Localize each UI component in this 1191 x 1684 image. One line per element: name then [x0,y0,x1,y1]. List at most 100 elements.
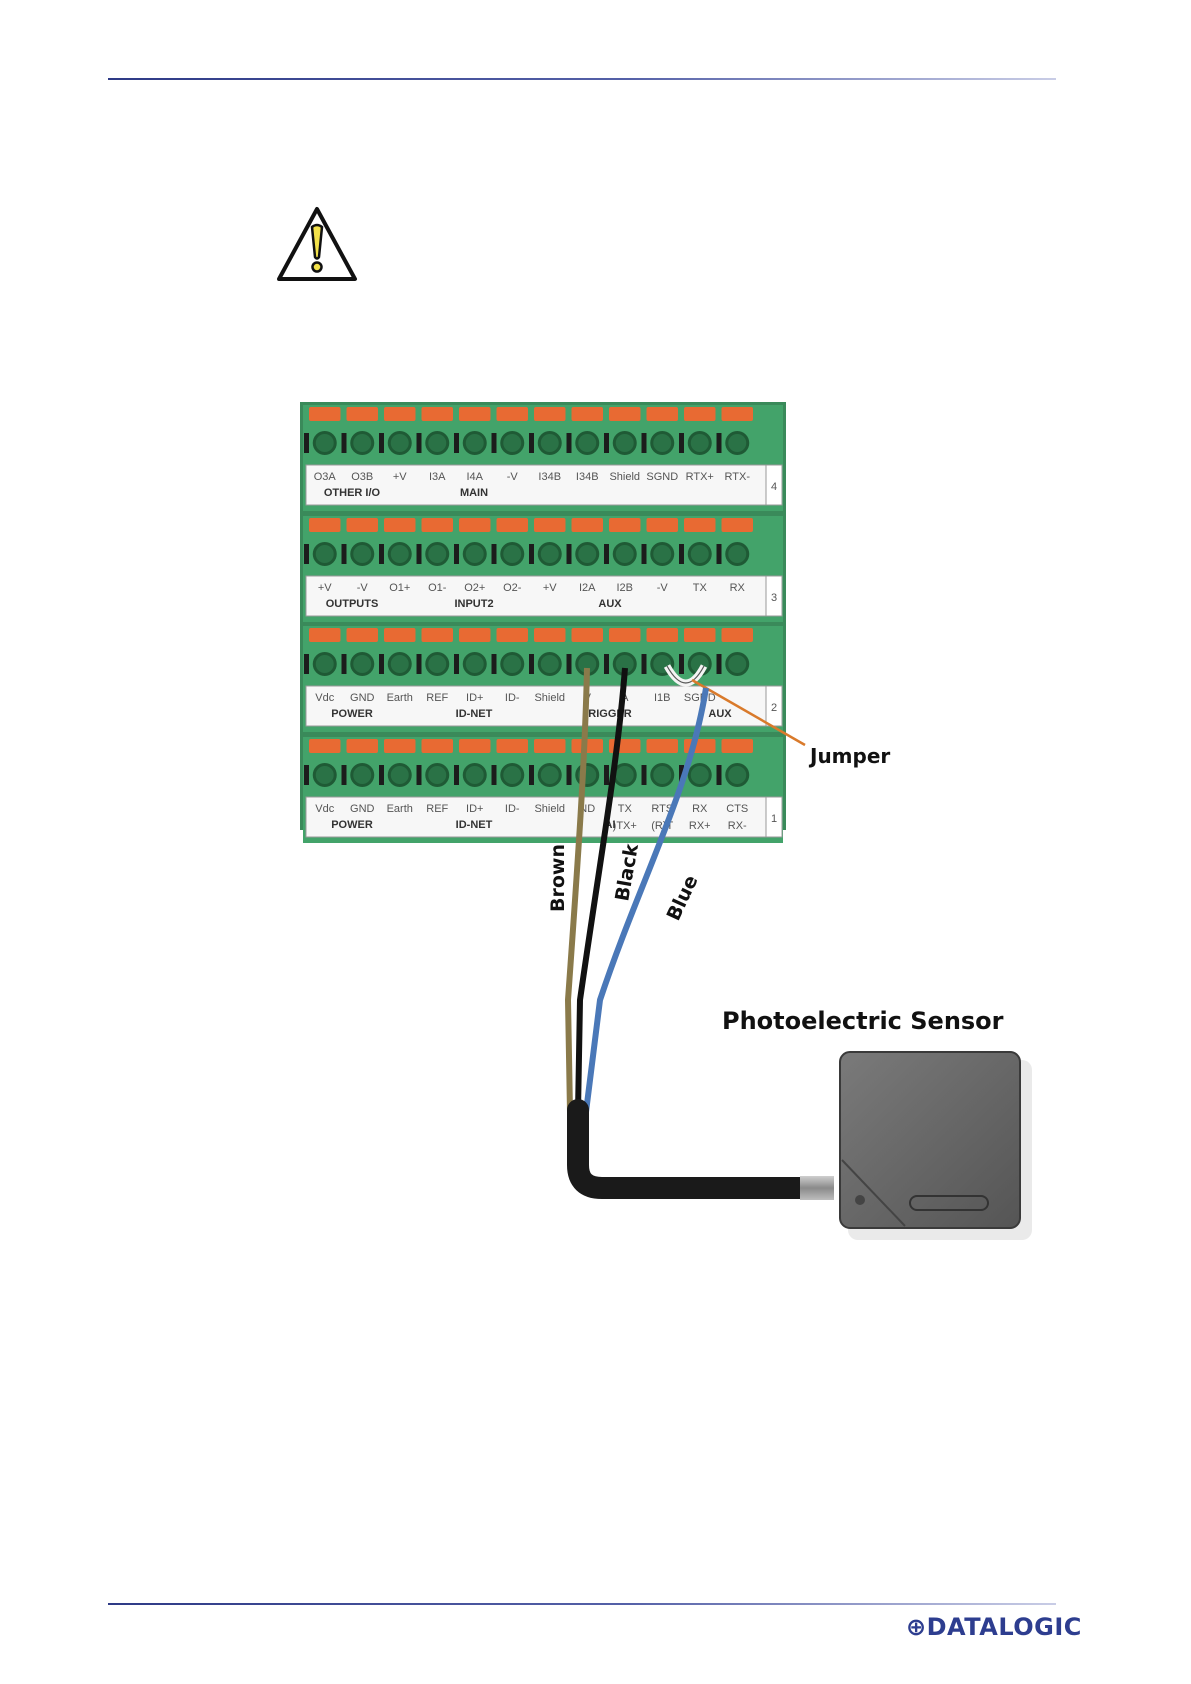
terminal-screw-inner [653,545,672,563]
terminal-divider [341,765,347,785]
terminal-pin-label: O3A [314,471,337,483]
terminal-group-label: ID-NET [456,819,493,831]
terminal-screw-inner [353,545,372,563]
terminal-lever [459,628,491,642]
terminal-screw-inner [353,766,372,784]
terminal-lever [684,407,716,421]
terminal-pin-label: +V [543,582,557,594]
terminal-divider [641,765,647,785]
terminal-lever [459,739,491,753]
terminal-screw-inner [540,545,559,563]
terminal-group-label: AUX [708,708,732,720]
terminal-divider [304,654,309,674]
header-rule [108,78,1056,80]
terminal-pin-label: RX+ [689,820,711,832]
terminal-divider [416,544,422,564]
terminal-lever [721,518,753,532]
terminal-lever [534,407,566,421]
terminal-pin-label: RX [692,803,708,815]
jumper-label: Jumper [808,744,890,768]
terminal-pin-label: REF [426,692,448,704]
terminal-label-strip [305,575,767,617]
terminal-lever [646,407,678,421]
terminal-lever [534,739,566,753]
terminal-divider [604,544,609,564]
terminal-pin-label: I34B [538,471,561,483]
terminal-screw-inner [465,655,484,673]
terminal-divider [454,765,459,785]
terminal-row-number: 2 [771,702,777,714]
terminal-divider [529,654,534,674]
terminal-group-label: POWER [331,819,373,831]
datalogic-logo: ⊕DATALOGIC [906,1612,1082,1642]
terminal-group-label: ID-NET [456,708,493,720]
terminal-pin-label: RTX- [725,471,751,483]
terminal-divider [566,544,572,564]
terminal-pin-label: RTS [651,803,673,815]
terminal-divider [304,765,309,785]
terminal-pin-label: Shield [609,471,640,483]
brand-name: DATALOGIC [926,1613,1082,1641]
terminal-pin-label: +V [318,582,332,594]
terminal-screw-inner [428,766,447,784]
terminal-divider [491,433,497,453]
terminal-screw-inner [503,766,522,784]
terminal-pin-label: Vdc [315,692,334,704]
terminal-lever [309,407,341,421]
terminal-lever [534,518,566,532]
terminal-screw-inner [353,655,372,673]
terminal-lever [309,518,341,532]
terminal-pin-label: TX [693,582,708,594]
terminal-group-label: OUTPUTS [326,598,379,610]
terminal-screw-inner [615,434,634,452]
terminal-lever [721,739,753,753]
terminal-lever [459,407,491,421]
terminal-row-number-box [765,575,783,617]
terminal-screw-inner [353,434,372,452]
terminal-divider [604,765,609,785]
terminal-lever [384,407,416,421]
terminal-divider [341,433,347,453]
terminal-pin-label: +V [393,471,407,483]
terminal-group-label: MAIN [460,487,488,499]
terminal-divider [679,654,684,674]
terminal-lever [421,628,453,642]
terminal-lever [346,739,378,753]
terminal-lever [496,628,528,642]
terminal-screw-inner [690,434,709,452]
terminal-pin-label: -V [657,582,669,594]
terminal-screw-inner [503,545,522,563]
terminal-pin-label: O2+ [464,582,485,594]
blue-label: Blue [663,872,703,924]
terminal-screw-inner [503,655,522,673]
terminal-group-label: OTHER I/O [324,487,381,499]
terminal-screw-inner [390,766,409,784]
terminal-pin-label: ID+ [466,692,483,704]
terminal-lever [609,518,641,532]
terminal-lever [346,518,378,532]
terminal-divider [304,544,309,564]
terminal-pin-label: REF [426,803,448,815]
terminal-group-label: INPUT2 [454,598,493,610]
terminal-group-label: AUX [598,598,622,610]
terminal-lever [421,739,453,753]
terminal-divider [341,544,347,564]
terminal-screw-inner [653,766,672,784]
terminal-lever [571,628,603,642]
terminal-pin-label: -V [507,471,519,483]
terminal-lever [684,518,716,532]
terminal-divider [454,654,459,674]
terminal-divider [679,544,684,564]
terminal-pin-label: I2B [616,582,633,594]
terminal-lever [421,518,453,532]
terminal-divider [716,654,722,674]
terminal-divider [566,654,572,674]
brown-label: Brown [547,844,569,912]
terminal-lever [309,739,341,753]
terminal-screw-inner [653,434,672,452]
terminal-screw-inner [728,545,747,563]
terminal-divider [454,433,459,453]
terminal-divider [716,544,722,564]
terminal-lever [496,407,528,421]
